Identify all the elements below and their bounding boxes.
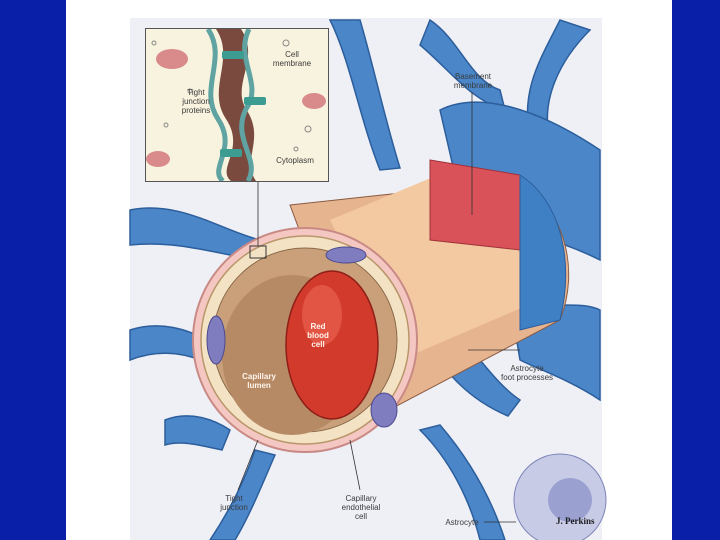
nucleus-left xyxy=(207,316,225,364)
nucleus-top xyxy=(326,247,366,263)
label-cell-membrane: Cell membrane xyxy=(272,50,312,68)
label-red-blood-cell: Red blood cell xyxy=(300,322,336,349)
mitochondrion-1 xyxy=(156,49,188,69)
label-tight-junction-proteins: Tight junction proteins xyxy=(176,88,216,115)
label-capillary-endothelial-cell: Capillary endothelial cell xyxy=(336,494,386,521)
label-cytoplasm: Cytoplasm xyxy=(270,156,320,165)
label-astrocyte-foot-processes: Astrocyte foot processes xyxy=(496,364,558,382)
artist-credit: J. Perkins xyxy=(556,516,595,526)
nucleus-bottom xyxy=(371,393,397,427)
junction-protein-1 xyxy=(222,51,244,59)
mitochondrion-2 xyxy=(302,93,326,109)
label-basement-membrane: Basement membrane xyxy=(446,72,500,90)
junction-protein-2 xyxy=(244,97,266,105)
label-astrocyte: Astrocyte xyxy=(440,518,484,527)
mitochondrion-3 xyxy=(146,151,170,167)
label-capillary-lumen: Capillary lumen xyxy=(236,372,282,390)
junction-protein-3 xyxy=(220,149,242,157)
label-tight-junction: Tight junction xyxy=(214,494,254,512)
basement-membrane-band xyxy=(430,160,520,250)
